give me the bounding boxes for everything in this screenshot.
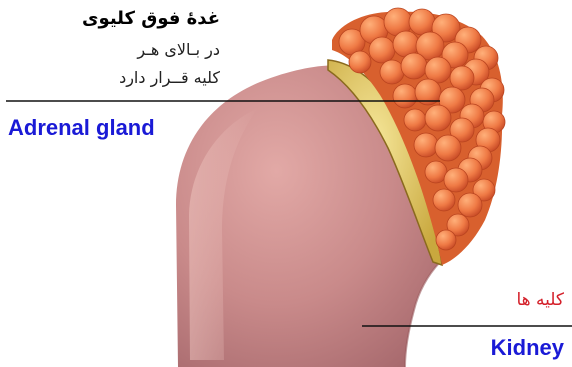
cortex-nodule bbox=[369, 37, 395, 63]
cortex-nodule bbox=[414, 133, 438, 157]
adrenal-description-line-2: کلیه قــرار دارد bbox=[119, 70, 220, 86]
cortex-nodule bbox=[436, 230, 456, 250]
cortex-nodule bbox=[450, 66, 474, 90]
adrenal-description-line-1: در بـالای هـر bbox=[137, 42, 220, 58]
cortex-nodule bbox=[393, 84, 417, 108]
adrenal-label-english: Adrenal gland bbox=[8, 117, 155, 139]
cortex-nodule bbox=[444, 168, 468, 192]
cortex-nodule bbox=[409, 9, 435, 35]
kidney-label-persian: کلیه ها bbox=[516, 292, 564, 309]
cortex-nodule bbox=[349, 51, 371, 73]
cortex-nodule bbox=[380, 60, 404, 84]
cortex-nodule bbox=[433, 189, 455, 211]
cortex-nodule bbox=[435, 135, 461, 161]
cortex-nodule bbox=[425, 105, 451, 131]
adrenal-title-persian: غدهٔ فوق کلیوی bbox=[82, 10, 220, 28]
cortex-nodule bbox=[401, 53, 427, 79]
kidney-label-english: Kidney bbox=[491, 337, 564, 359]
cortex-nodule bbox=[404, 109, 426, 131]
cortex-nodule bbox=[458, 193, 482, 217]
